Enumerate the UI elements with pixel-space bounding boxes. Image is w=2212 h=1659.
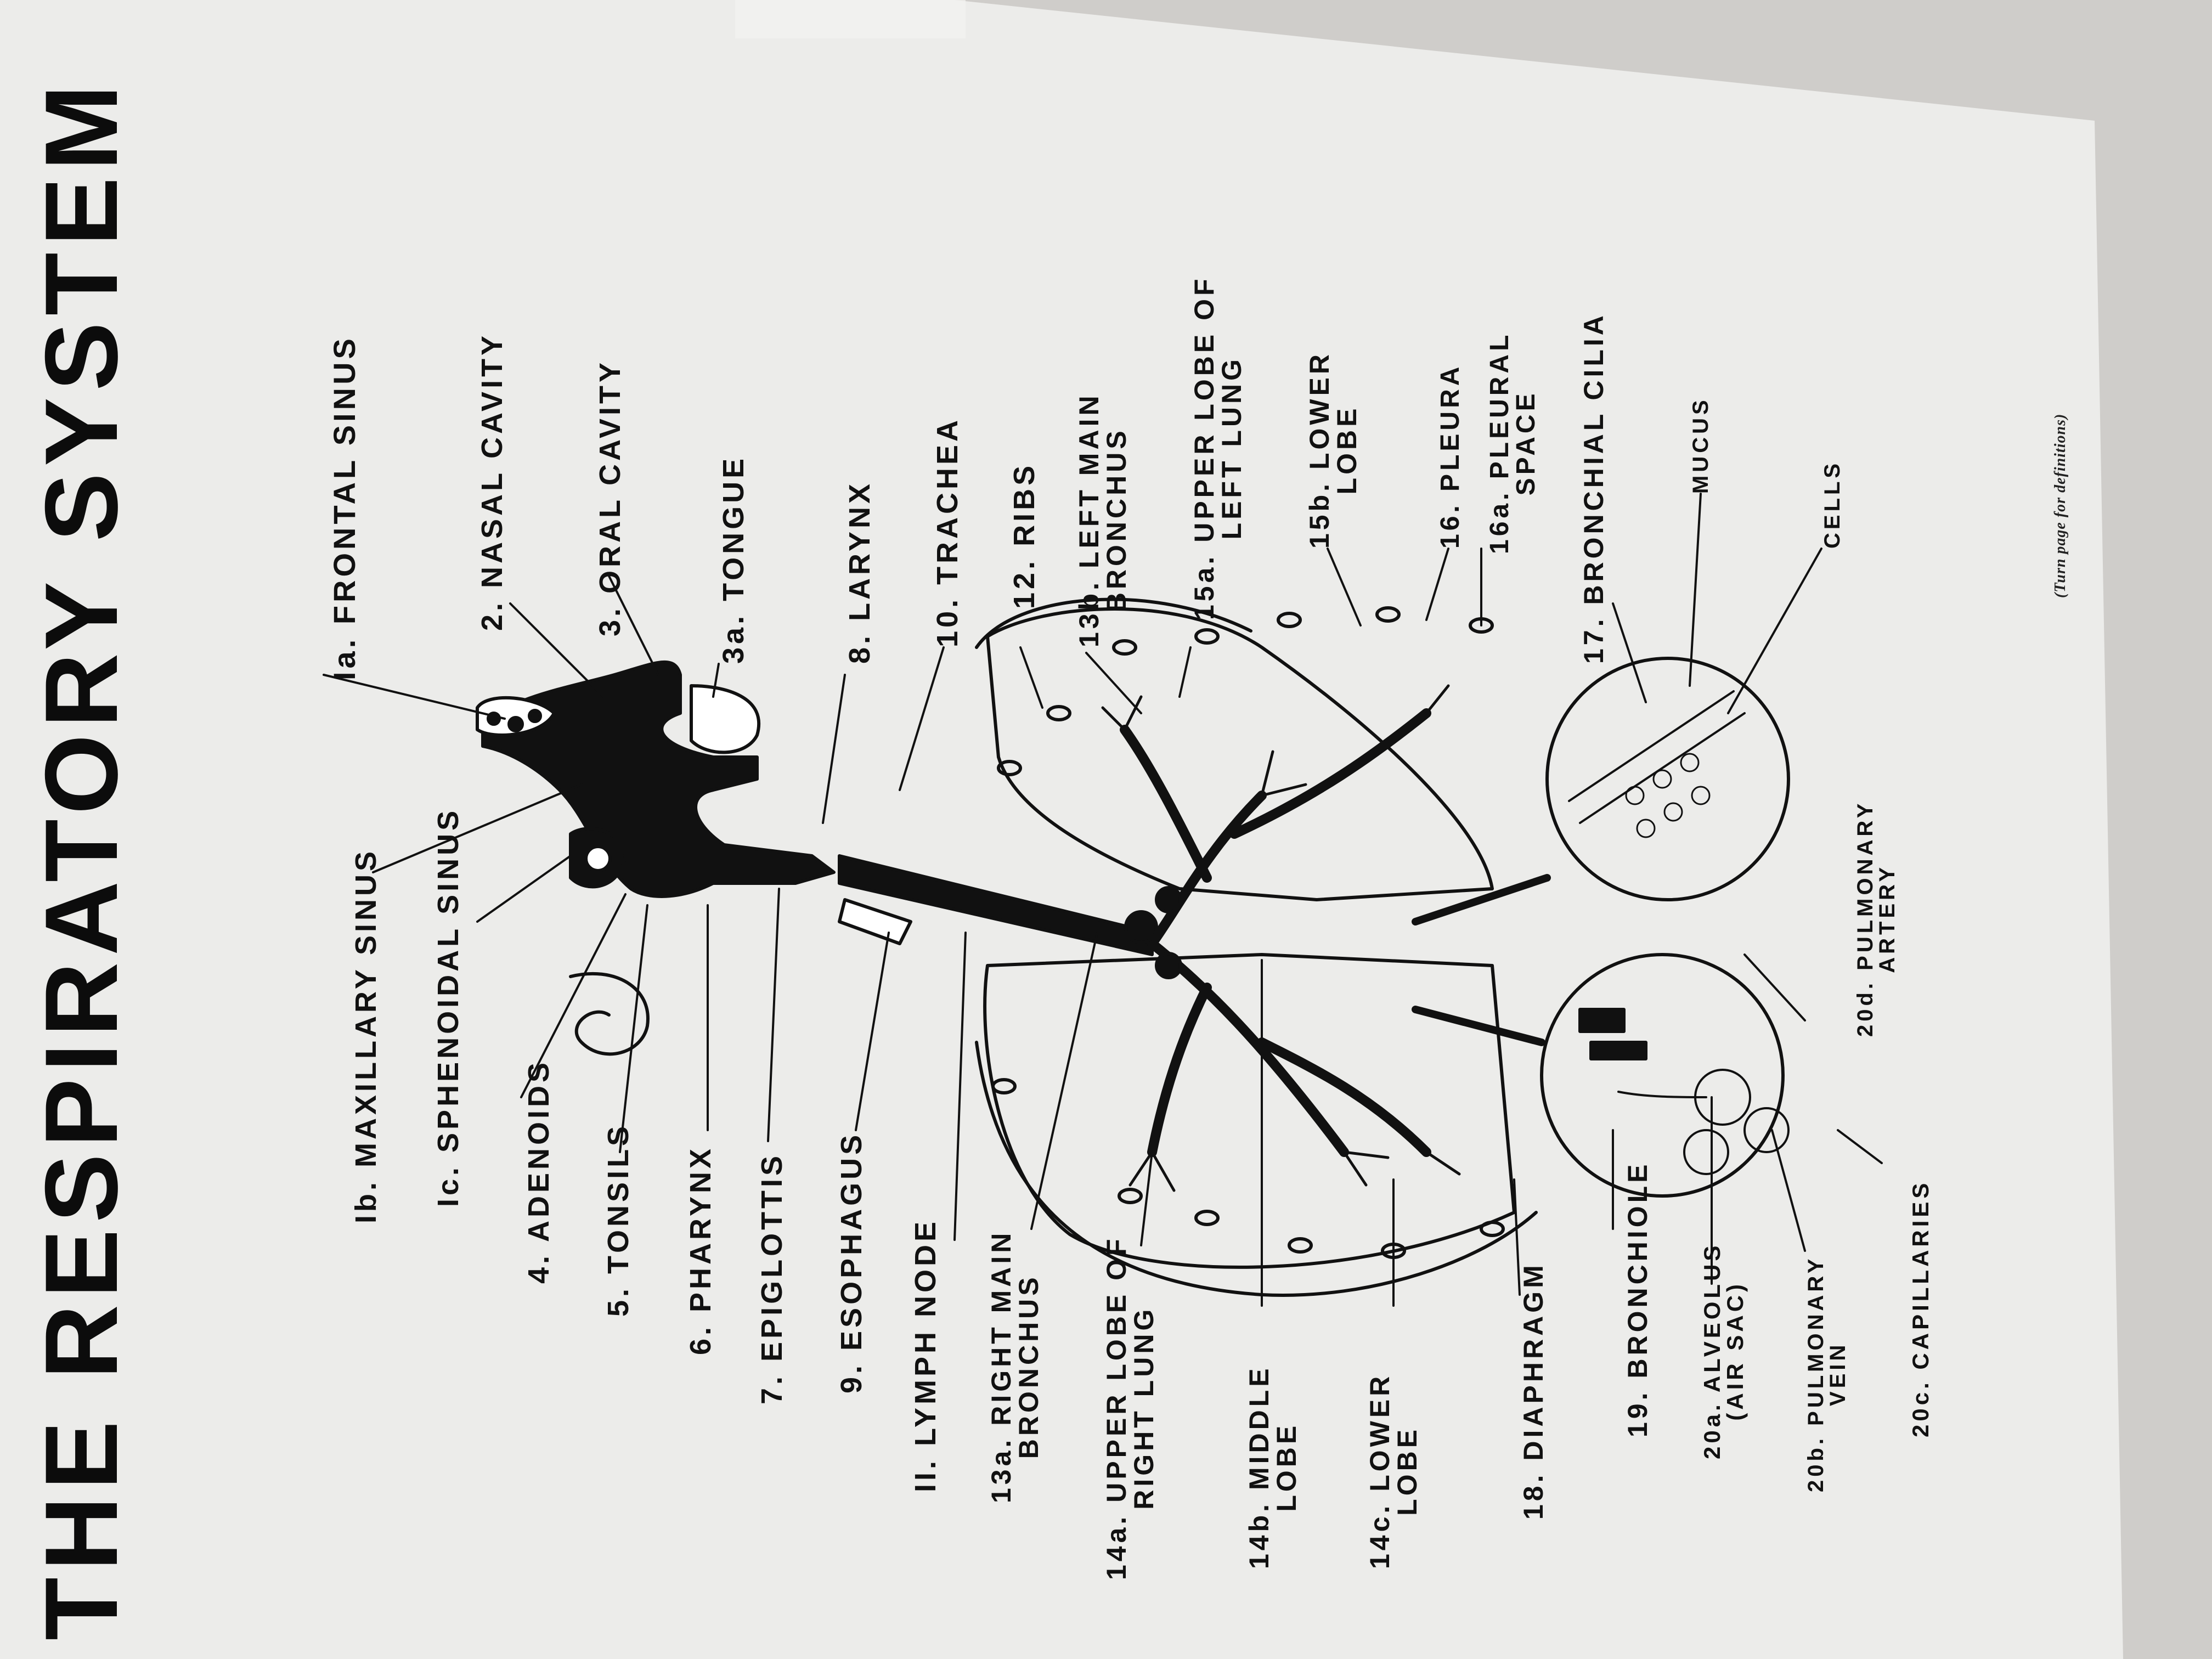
right-lung-outline [983, 953, 1516, 1269]
label-bronchial-cilia: 17. BRONCHIAL CILIA [1578, 312, 1609, 664]
label-maxillary-sinus: Ib. MAXILLARY SINUS [349, 848, 382, 1223]
label-trachea: 10. TRACHEA [931, 416, 964, 647]
label-frontal-sinus: Ia. FRONTAL SINUS [327, 335, 362, 680]
label-larynx: 8. LARYNX [843, 480, 876, 664]
alveolus-magnified-circle [1540, 953, 1785, 1198]
right-chest-wall [975, 1041, 1538, 1297]
page-title: THE RESPIRATORY SYSTEM [24, 78, 139, 1640]
bronchial-tree [1120, 708, 1431, 1157]
turn-page-footnote: (Turn page for definitions) [2052, 413, 2069, 598]
label-cells: CELLS [1820, 460, 1844, 549]
label-lower-lobe-left: 15b. LOWER LOBE [1304, 351, 1362, 549]
label-lymph-node: II. LYMPH NODE [909, 1218, 942, 1492]
label-pulmonary-artery: 20d. PULMONARY ARTERY [1853, 800, 1899, 1037]
label-mucus: MUCUS [1689, 397, 1713, 494]
trachea-shape [838, 854, 1154, 956]
label-upper-lobe-right: 14a. UPPER LOBE OF RIGHT LUNG [1101, 1235, 1159, 1580]
label-pleural-space: 16a. PLEURAL SPACE [1485, 331, 1541, 554]
left-lung-outline [986, 607, 1494, 901]
label-pharynx: 6. PHARYNX [684, 1145, 717, 1355]
label-lower-lobe-right: 14c. LOWER LOBE [1364, 1373, 1423, 1569]
label-esophagus: 9. ESOPHAGUS [835, 1131, 868, 1393]
label-epiglottis: 7. EPIGLOTTIS [755, 1152, 788, 1404]
left-chest-wall [975, 597, 1252, 649]
label-diaphragm: 18. DIAPHRAGM [1518, 1262, 1549, 1520]
label-upper-lobe-left: 15a. UPPER LOBE OF LEFT LUNG [1189, 275, 1247, 620]
label-capillaries: 20c. CAPILLARIES [1908, 1180, 1933, 1437]
tongue-shape [690, 684, 760, 754]
label-ribs: 12. RIBS [1008, 462, 1041, 609]
cilia-magnified-circle [1545, 657, 1790, 901]
label-bronchiole: 19. BRONCHIOLE [1622, 1161, 1653, 1437]
label-pleura: 16. PLEURA [1436, 363, 1465, 549]
label-oral-cavity: 3. ORAL CAVITY [594, 359, 627, 636]
nasal-oral-cavity-shape [481, 661, 836, 898]
label-nasal-cavity: 2. NASAL CAVITY [476, 332, 509, 631]
label-tongue: 3a. TONGUE [717, 455, 750, 664]
label-left-main-bronchus: 13b. LEFT MAIN BRONCHUS [1074, 392, 1132, 647]
label-alveolus: 20a. ALVEOLUS (AIR SAC) [1699, 1242, 1748, 1459]
label-middle-lobe: 14b. MIDDLE LOBE [1244, 1365, 1302, 1569]
label-sphenoidal-sinus: Ic. SPHENOIDAL SINUS [432, 807, 465, 1207]
anatomy-drawing [323, 493, 1883, 1307]
label-right-main-bronchus: 13a. RIGHT MAIN BRONCHUS [986, 1229, 1044, 1503]
label-pulmonary-vein: 20b. PULMONARY VEIN [1804, 1255, 1850, 1492]
label-tonsils: 5. TONSILS [602, 1122, 635, 1317]
label-adenoids: 4. ADENOIDS [522, 1059, 555, 1284]
tape-strip [735, 0, 966, 38]
